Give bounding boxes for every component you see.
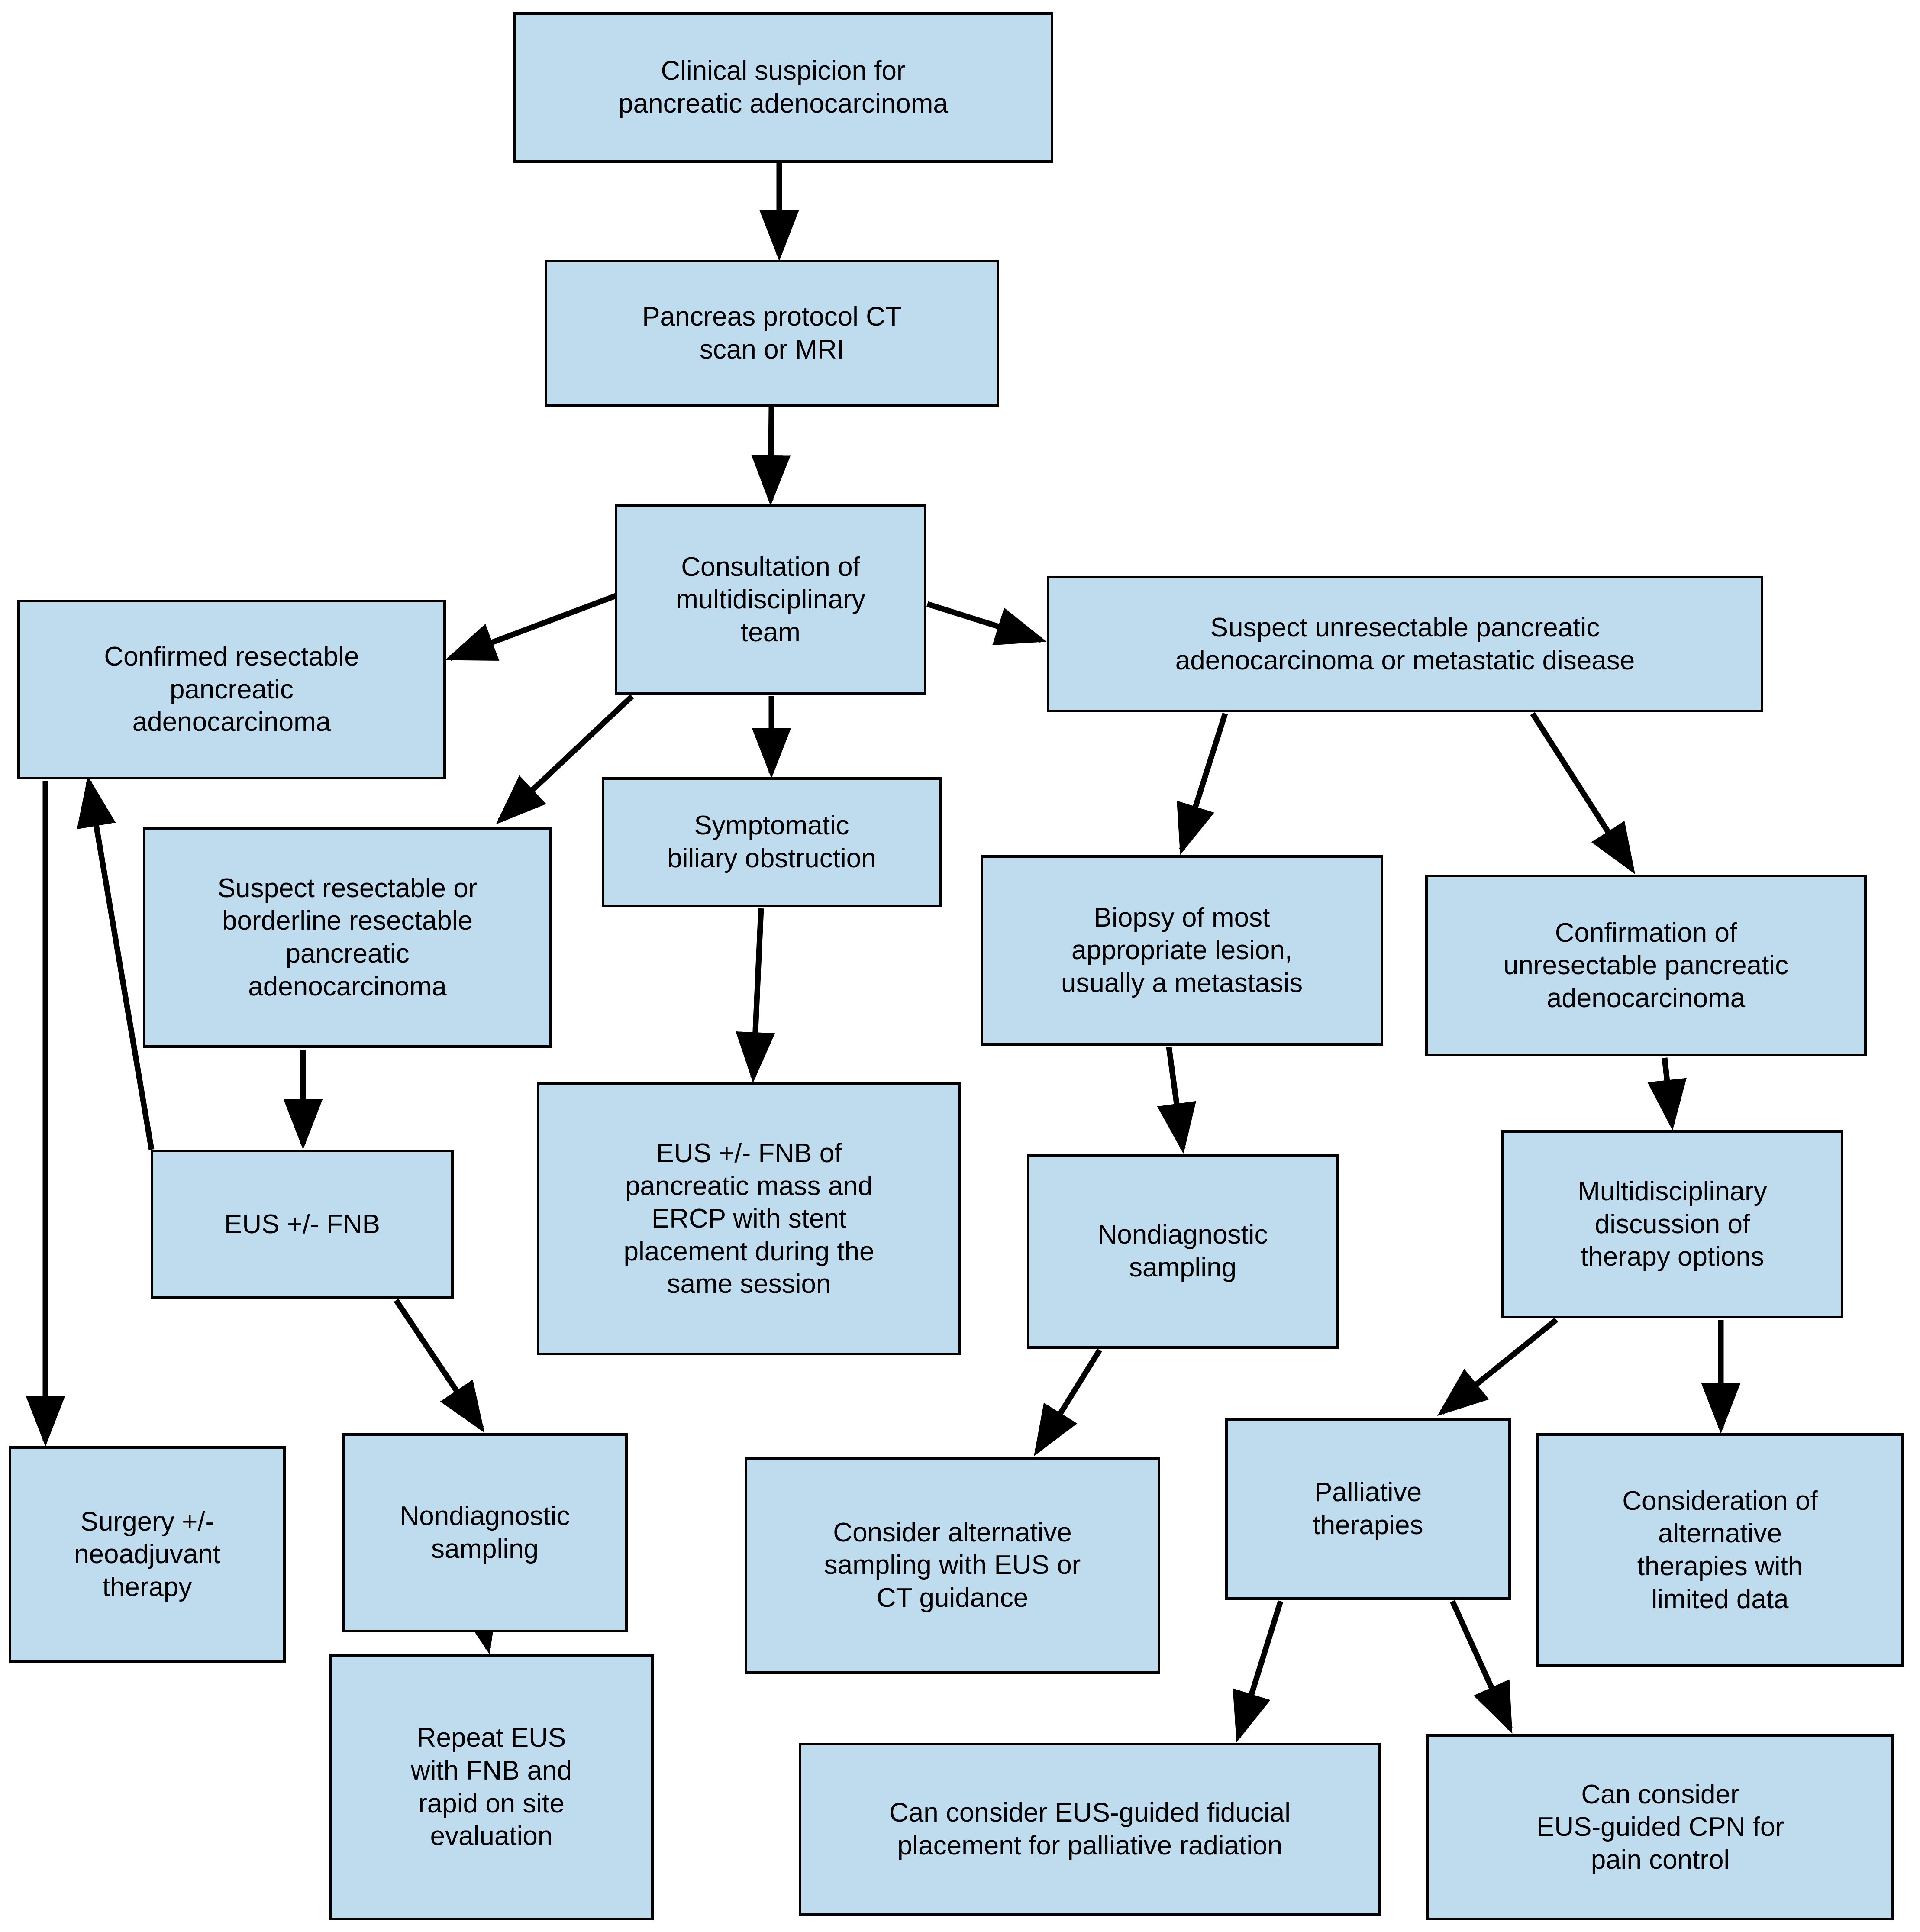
node-symptomatic-biliary[interactable]: Symptomatic biliary obstruction	[602, 777, 942, 907]
edge-multidisciplinary-therapy-to-palliative-therapies	[1437, 1317, 1559, 1416]
node-surgery-neoadjuvant[interactable]: Surgery +/- neoadjuvant therapy	[9, 1446, 286, 1663]
node-label-nondiagnostic-sampling-right: Nondiagnostic sampling	[1097, 1220, 1268, 1283]
edge-nondiagnostic-sampling-right-to-consider-alternative-sampling	[1034, 1348, 1102, 1457]
node-label-clinical-suspicion: Clinical suspicion for pancreatic adenoc…	[618, 56, 948, 119]
node-label-suspect-resectable-borderline: Suspect resectable or borderline resecta…	[217, 873, 478, 1002]
node-label-confirmation-unresectable: Confirmation of unresectable pancreatic …	[1503, 918, 1789, 1013]
node-label-eus-fnb: EUS +/- FNB	[224, 1209, 380, 1239]
node-label-symptomatic-biliary: Symptomatic biliary obstruction	[667, 811, 876, 873]
node-label-repeat-eus-fnb: Repeat EUS with FNB and rapid on site ev…	[410, 1723, 572, 1851]
node-label-eus-fnb-ercp: EUS +/- FNB of pancreatic mass and ERCP …	[623, 1138, 874, 1299]
node-multidisciplinary-therapy[interactable]: Multidisciplinary discussion of therapy …	[1501, 1130, 1843, 1318]
node-label-surgery-neoadjuvant: Surgery +/- neoadjuvant therapy	[74, 1506, 220, 1602]
node-palliative-therapies[interactable]: Palliative therapies	[1225, 1418, 1511, 1600]
node-nondiagnostic-sampling-right[interactable]: Nondiagnostic sampling	[1027, 1154, 1339, 1349]
node-label-eus-cpn: Can consider EUS-guided CPN for pain con…	[1536, 1779, 1784, 1875]
node-eus-fnb-ercp[interactable]: EUS +/- FNB of pancreatic mass and ERCP …	[537, 1082, 961, 1355]
node-label-multidisciplinary-therapy: Multidisciplinary discussion of therapy …	[1578, 1176, 1767, 1272]
node-label-biopsy-lesion: Biopsy of most appropriate lesion, usual…	[1061, 902, 1303, 998]
edge-multidisciplinary-consult-to-confirmed-resectable	[445, 592, 618, 661]
node-label-multidisciplinary-consult: Consultation of multidisciplinary team	[676, 552, 865, 647]
edge-eus-fnb-to-confirmed-resectable	[77, 776, 155, 1150]
node-confirmation-unresectable[interactable]: Confirmation of unresectable pancreatic …	[1425, 875, 1867, 1056]
node-eus-fiducial[interactable]: Can consider EUS-guided fiducial placeme…	[799, 1743, 1381, 1916]
node-label-confirmed-resectable: Confirmed resectable pancreatic adenocar…	[104, 642, 359, 737]
node-multidisciplinary-consult[interactable]: Consultation of multidisciplinary team	[615, 504, 926, 695]
node-consider-alternative-sampling[interactable]: Consider alternative sampling with EUS o…	[745, 1457, 1160, 1674]
node-clinical-suspicion[interactable]: Clinical suspicion for pancreatic adenoc…	[513, 12, 1053, 163]
edge-biopsy-lesion-to-nondiagnostic-sampling-right	[1157, 1047, 1196, 1154]
edge-multidisciplinary-consult-to-suspect-unresectable	[926, 601, 1047, 646]
node-suspect-unresectable[interactable]: Suspect unresectable pancreatic adenocar…	[1047, 576, 1763, 712]
edge-symptomatic-biliary-to-eus-fnb-ercp	[736, 908, 775, 1083]
edge-palliative-therapies-to-eus-cpn	[1450, 1600, 1513, 1734]
edge-palliative-therapies-to-eus-fiducial	[1233, 1600, 1284, 1743]
edge-nondiagnostic-sampling-left-to-repeat-eus-fnb	[459, 1600, 498, 1654]
node-label-suspect-unresectable: Suspect unresectable pancreatic adenocar…	[1175, 612, 1635, 675]
node-label-nondiagnostic-sampling-left: Nondiagnostic sampling	[400, 1501, 570, 1564]
node-suspect-resectable-borderline[interactable]: Suspect resectable or borderline resecta…	[143, 827, 552, 1048]
node-consideration-alternative-therapies[interactable]: Consideration of alternative therapies w…	[1536, 1433, 1904, 1667]
node-pancreas-protocol-ct[interactable]: Pancreas protocol CT scan or MRI	[545, 260, 999, 407]
node-repeat-eus-fnb[interactable]: Repeat EUS with FNB and rapid on site ev…	[329, 1654, 654, 1920]
node-eus-cpn[interactable]: Can consider EUS-guided CPN for pain con…	[1426, 1734, 1894, 1920]
node-biopsy-lesion[interactable]: Biopsy of most appropriate lesion, usual…	[981, 855, 1383, 1046]
node-nondiagnostic-sampling-left[interactable]: Nondiagnostic sampling	[342, 1433, 628, 1632]
node-label-palliative-therapies: Palliative therapies	[1313, 1477, 1423, 1540]
edge-eus-fnb-to-nondiagnostic-sampling-left	[394, 1299, 485, 1433]
node-label-eus-fiducial: Can consider EUS-guided fiducial placeme…	[889, 1798, 1291, 1861]
node-label-consideration-alternative-therapies: Consideration of alternative therapies w…	[1622, 1486, 1818, 1614]
node-confirmed-resectable[interactable]: Confirmed resectable pancreatic adenocar…	[17, 600, 446, 779]
edge-suspect-unresectable-to-confirmation-unresectable	[1530, 712, 1635, 874]
edge-confirmation-unresectable-to-multidisciplinary-therapy	[1647, 1057, 1687, 1131]
edge-suspect-unresectable-to-biopsy-lesion	[1177, 713, 1228, 855]
node-label-consider-alternative-sampling: Consider alternative sampling with EUS o…	[824, 1517, 1081, 1613]
node-eus-fnb[interactable]: EUS +/- FNB	[151, 1150, 454, 1299]
node-label-pancreas-protocol-ct: Pancreas protocol CT scan or MRI	[642, 302, 902, 365]
